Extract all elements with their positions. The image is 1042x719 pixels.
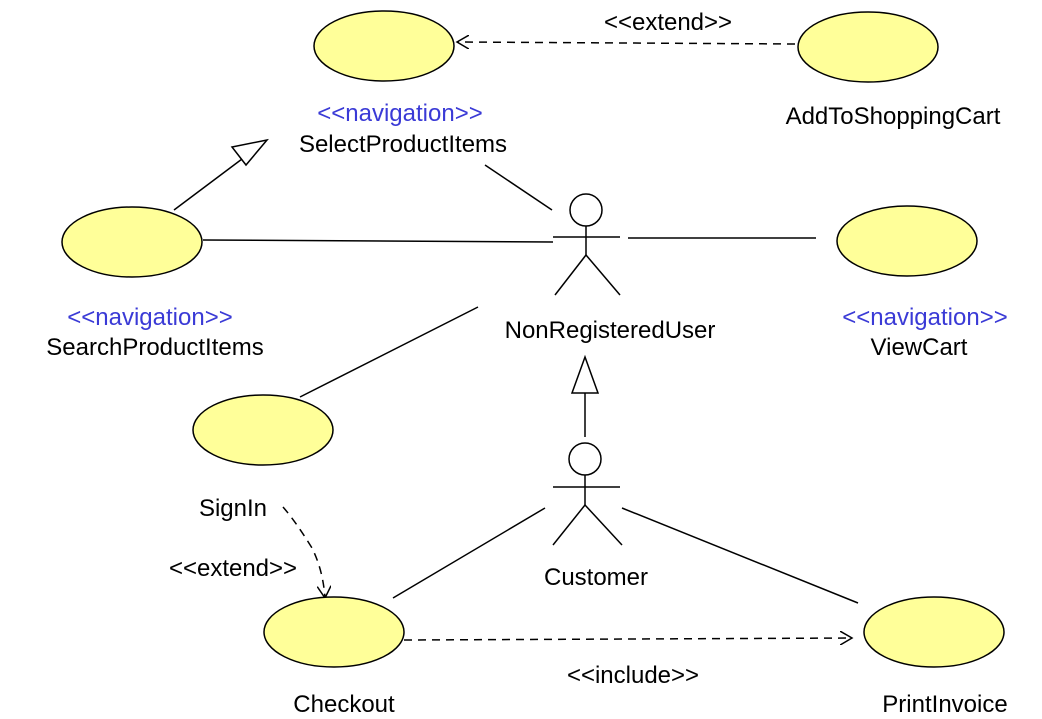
assoc-checkout-customer [392, 507, 546, 599]
use-case-search-product-items[interactable] [61, 206, 203, 278]
stereotype-label-search-product-items: <<navigation>> [67, 304, 232, 331]
actor-right-leg [585, 254, 621, 296]
stereotype-label-select-product-items: <<navigation>> [317, 100, 482, 127]
use-case-label-add-to-shopping-cart: AddToShoppingCart [786, 103, 1001, 130]
relation-label-extend-top: <<extend>> [604, 9, 732, 36]
actor-head [568, 442, 602, 476]
actor-customer[interactable] [552, 442, 623, 546]
use-case-label-checkout: Checkout [293, 691, 395, 718]
use-case-print-invoice[interactable] [863, 596, 1005, 668]
use-case-label-select-product-items: SelectProductItems [299, 131, 507, 158]
use-case-label-sign-in: SignIn [199, 495, 267, 522]
generalization-customer-user-arrowhead [570, 354, 600, 394]
use-case-label-view-cart: ViewCart [871, 334, 968, 361]
extend-signin-checkout-line [282, 506, 325, 598]
actor-right-leg [584, 504, 623, 546]
use-case-select-product-items[interactable] [313, 10, 455, 82]
actor-head [569, 193, 603, 227]
assoc-search-nonregistered [202, 239, 554, 243]
assoc-signin-nonregistered [299, 306, 479, 398]
relation-label-include: <<include>> [567, 662, 699, 689]
include-checkout-print-line [403, 638, 852, 640]
use-case-add-to-shopping-cart[interactable] [797, 11, 939, 83]
stereotype-label-view-cart: <<navigation>> [842, 304, 1007, 331]
actor-left-leg [554, 254, 587, 296]
use-case-sign-in[interactable] [192, 394, 334, 466]
actor-left-leg [552, 504, 586, 546]
use-case-view-cart[interactable] [836, 205, 978, 277]
use-case-label-search-product-items: SearchProductItems [46, 334, 263, 361]
assoc-customer-printinvoice [621, 507, 859, 604]
use-case-label-print-invoice: PrintInvoice [882, 691, 1007, 718]
use-case-checkout[interactable] [263, 596, 405, 668]
actor-non-registered-user[interactable] [553, 193, 621, 296]
assoc-select-nonregistered [484, 164, 553, 211]
extend-add-select-line [457, 42, 796, 44]
relation-label-extend-signin: <<extend>> [169, 555, 297, 582]
generalization-search-select-line [173, 158, 243, 211]
actor-label-customer: Customer [544, 564, 648, 591]
actor-label-non-registered-user: NonRegisteredUser [505, 317, 716, 344]
generalization-search-select-arrowhead [230, 138, 269, 167]
